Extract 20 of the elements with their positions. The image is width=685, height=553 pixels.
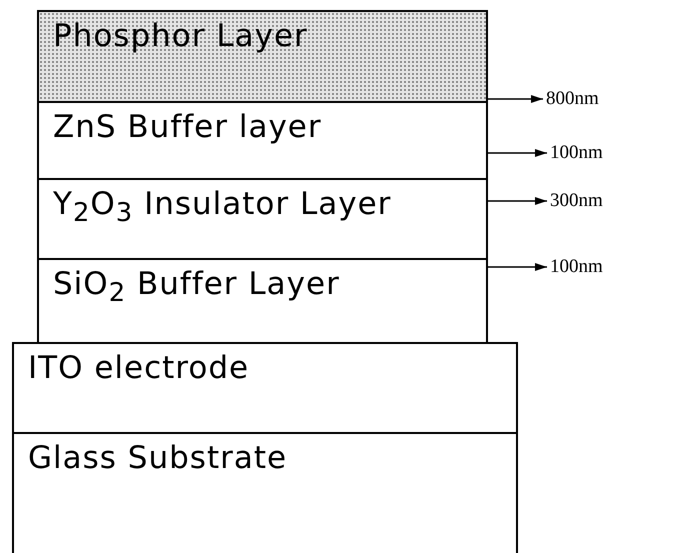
layer-box [37,10,488,103]
layer-label: Glass Substrate [28,440,288,476]
arrow [488,149,547,157]
layer-label: ZnS Buffer layer [53,109,322,145]
thickness-label: 100nm [550,142,603,164]
layer-box [12,342,518,434]
layer-label: Phosphor Layer [53,18,308,54]
layer-label: Y$_{2}$O$_{3}$ Insulator Layer [53,186,392,228]
layer-box [37,258,488,344]
layer-box [12,432,518,553]
thickness-label: 800nm [546,88,599,110]
thickness-label: 100nm [550,256,603,278]
arrow [488,263,547,271]
arrow [488,95,543,103]
thickness-label: 300nm [550,190,603,212]
layer-box [37,101,488,180]
arrow [488,197,547,205]
layer-box [37,178,488,260]
layer-label: SiO$_{2}$ Buffer Layer [53,266,340,308]
layer-label: ITO electrode [28,350,250,386]
